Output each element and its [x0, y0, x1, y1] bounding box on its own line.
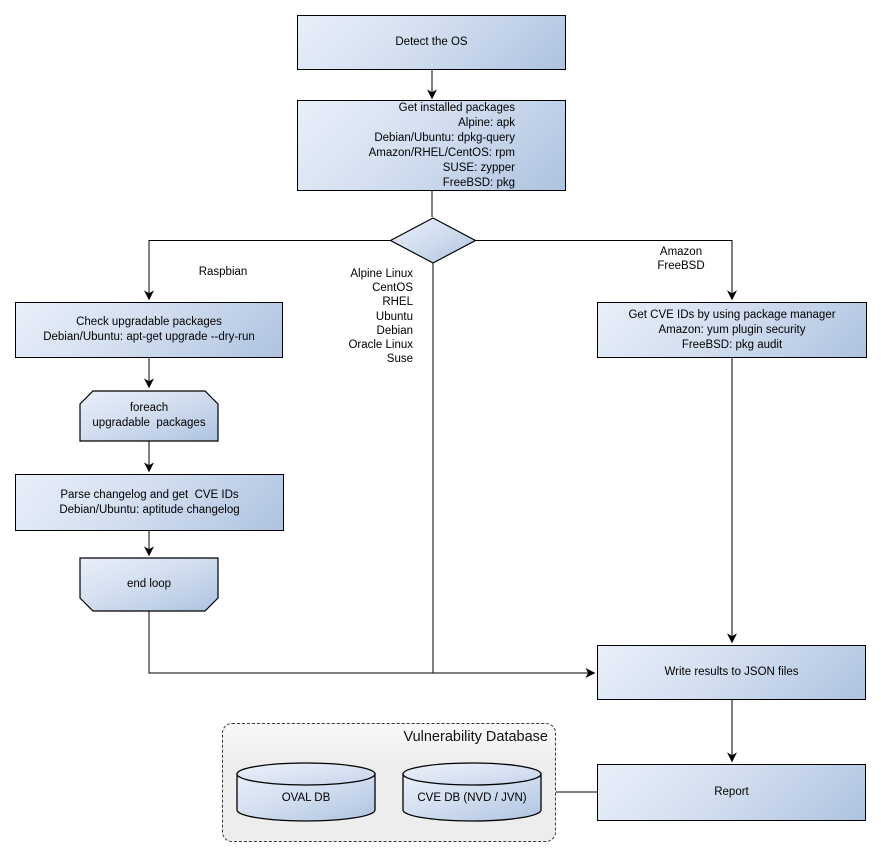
- edge-label-os-list: Alpine Linux CentOS RHEL Ubuntu Debian O…: [348, 268, 413, 366]
- node-report: Report: [597, 764, 866, 821]
- node-get-cve-ids: Get CVE IDs by using package manager Ama…: [597, 302, 867, 358]
- edge-label-amazon-freebsd: Amazon FreeBSD: [657, 246, 705, 273]
- cve-db-label: CVE DB (NVD / JVN): [417, 792, 527, 804]
- foreach-loop-label: foreach upgradable packages: [92, 402, 206, 429]
- node-detect-os: Detect the OS: [297, 15, 566, 70]
- node-check-upgradable-packages: Check upgradable packages Debian/Ubuntu:…: [15, 302, 283, 358]
- vulnerability-database-group: Vulnerability Database: [222, 723, 556, 842]
- edge-endloop-to-write: [148, 611, 596, 678]
- node-get-installed-packages: Get installed packages Alpine: apk Debia…: [297, 100, 566, 191]
- oval-db-label: OVAL DB: [281, 792, 331, 804]
- os-decision-diamond: [389, 217, 477, 264]
- end-loop-label: end loop: [126, 578, 172, 590]
- node-write-results-json: Write results to JSON files: [597, 645, 866, 700]
- edge-label-raspbian: Raspbian: [198, 266, 248, 278]
- node-parse-changelog: Parse changelog and get CVE IDs Debian/U…: [15, 474, 284, 531]
- vulnerability-database-title: Vulnerability Database: [403, 729, 548, 745]
